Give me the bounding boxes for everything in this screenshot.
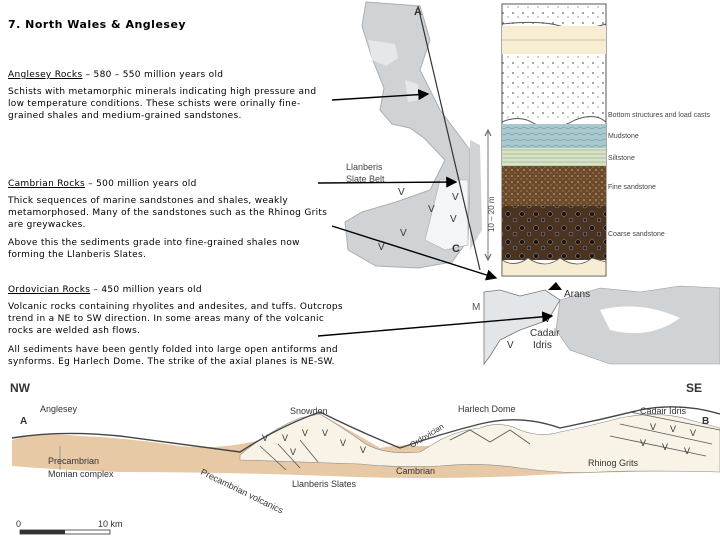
legend-mudstone: Mudstone [608,133,639,140]
ordovician-body-2: All sediments have been gently folded in… [8,345,338,367]
cambrian-body-2: Above this the sediments grade into fine… [8,238,300,260]
map-v-5: V [400,228,407,239]
inset-label-arans: Arans [564,289,590,300]
arrow-cambrian [317,176,458,188]
page-title: 7. North Wales & Anglesey [8,18,187,31]
map-v-4: V [450,214,457,225]
arrow-anglesey [331,89,430,101]
arrow-slates [331,225,498,281]
belt-label-2: Slate Belt [346,174,385,184]
section-harlech-dome: Harlech Dome [458,404,516,414]
scale-zero: 0 [16,519,21,529]
scale-ten-km: 10 km [98,519,123,529]
belt-label-1: Llanberis [346,162,383,172]
anglesey-heading: Anglesey Rocks – 580 – 550 million years… [8,69,338,81]
section-v-2: V [282,433,288,443]
inset-map [483,278,720,366]
section-cambrian: Cambrian [396,466,435,476]
column-scale-label: 10 – 20 m [487,196,496,232]
map-v-3: V [452,192,459,203]
section-monian: Monian complex [48,469,114,479]
column-legend: Bottom structures and load casts Mudston… [608,112,710,238]
cross-section [11,406,720,478]
ordovician-body-1: Volcanic rocks containing rhyolites and … [8,302,343,336]
inset-label-cadair: Cadair [530,328,560,339]
map-label-c: C [452,243,460,255]
arrow-ordovician [317,311,554,337]
section-cadair-idris: Cadair Idris [640,406,687,416]
scale-bar [19,529,111,535]
section-llanberis-slates: Llanberis Slates [292,479,357,489]
section-anglesey: Anglesey [40,404,78,414]
north-wales-map [344,1,482,271]
ordovician-heading-link: Ordovician Rocks [8,285,91,295]
map-v-1: V [398,187,405,198]
cambrian-heading: Cambrian Rocks – 500 million years old [8,178,338,190]
map-label-a: A [414,6,422,18]
anglesey-body: Schists with metamorphic minerals indica… [8,87,317,121]
anglesey-heading-link: Anglesey Rocks [8,70,83,80]
section-v-8: V [650,422,656,432]
cambrian-age: – 500 million years old [84,179,197,189]
section-nw: NW [10,381,31,395]
section-precambrian: Precambrian [48,456,99,466]
legend-bottom-structures: Bottom structures and load casts [608,112,710,119]
section-v-3: V [302,428,308,438]
section-b: B [702,416,709,427]
section-v-1: V [262,433,268,443]
section-a: A [20,416,27,427]
section-v-12: V [662,442,668,452]
section-v-4: V [322,428,328,438]
section-se: SE [686,381,702,395]
legend-fine-sandstone: Fine sandstone [608,184,656,191]
section-rhinog-grits: Rhinog Grits [588,458,639,468]
sedimentary-column [501,3,607,277]
section-snowdon: Snowdon [290,406,328,416]
map-volcanic-symbols: V V V V V V [378,187,459,253]
section-v-13: V [684,446,690,456]
ordovician-age: – 450 million years old [90,285,202,295]
map-v-2: V [428,204,435,215]
section-v-6: V [360,445,366,455]
cambrian-heading-link: Cambrian Rocks [8,179,85,189]
inset-label-idris: Idris [533,340,552,351]
legend-siltstone: Siltstone [608,155,635,162]
section-v-5: V [340,438,346,448]
section-v-11: V [640,438,646,448]
anglesey-age: – 580 – 550 million years old [82,70,224,80]
inset-label-m: M [472,302,480,313]
section-v-9: V [670,424,676,434]
section-v-10: V [690,428,696,438]
legend-coarse-sandstone: Coarse sandstone [608,231,665,238]
cambrian-body-1: Thick sequences of marine sandstones and… [8,196,328,230]
section-v-7: V [290,447,296,457]
ordovician-heading: Ordovician Rocks – 450 million years old [8,284,343,296]
section-v-symbols: V V V V V V V V V V V V V [262,422,696,457]
inset-v-2: V [507,340,514,351]
map-v-6: V [378,242,385,253]
